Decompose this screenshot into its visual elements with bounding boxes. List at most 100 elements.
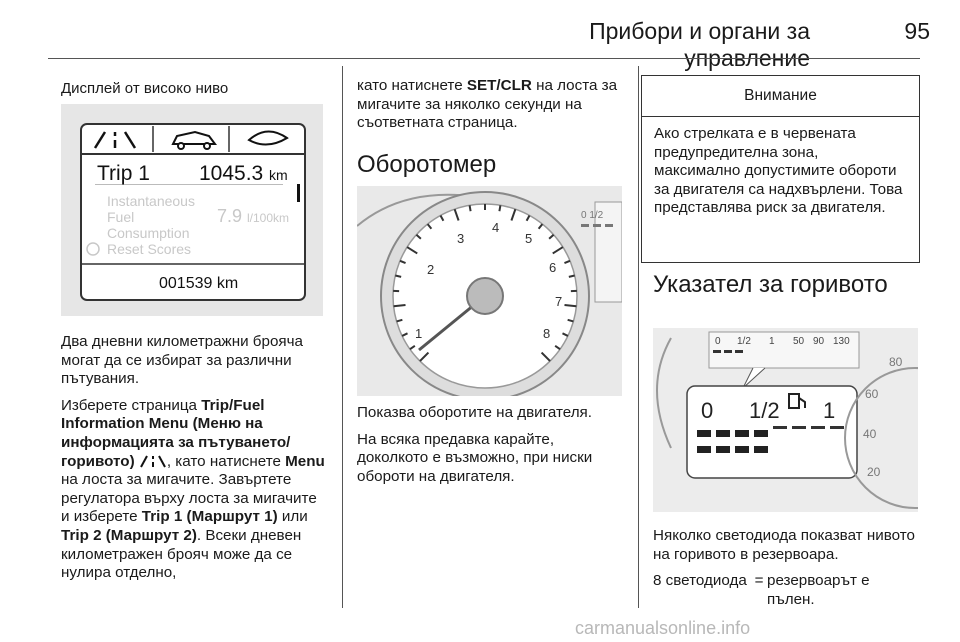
- fuel-gauge-illustration: 0 1/2 1 50 90 130 0 1/2 1 60 40 20 80: [656, 331, 960, 509]
- temp-label: 50: [793, 336, 805, 347]
- rpm-tick-label: 5: [525, 231, 532, 246]
- column-2: като натиснете SET/CLR на лоста за мигач…: [357, 77, 625, 179]
- page-header-title: Прибори и органи за управление: [589, 18, 810, 71]
- rpm-tick-label: 1: [415, 326, 422, 341]
- fuel-big-full: 1: [823, 398, 835, 423]
- legend-term: 8 светодиода: [653, 572, 747, 590]
- temp-label: 90: [813, 336, 825, 347]
- fuel-led: [697, 430, 711, 437]
- eco-leaf-icon: [247, 130, 289, 146]
- column-1-body: Два дневни километражни брояча могат да …: [61, 333, 329, 591]
- rpm-tick: [568, 274, 575, 278]
- reset-check-icon: [86, 242, 100, 256]
- fuel-led: [830, 426, 844, 429]
- legend-row: 8 светодиода = резервоарът е пълен.: [653, 572, 921, 609]
- fuel-led: [754, 446, 768, 453]
- speed-tick-label: 80: [889, 355, 903, 369]
- rpm-tick: [426, 223, 433, 230]
- paragraph: като натиснете SET/CLR на лоста за мигач…: [357, 77, 618, 132]
- fuel-led: [754, 430, 768, 437]
- rpm-tick: [396, 318, 403, 323]
- fuel-led: [735, 446, 749, 453]
- tachometer-illustration: 1 2 3 4 5 6 7 8 0 1/2: [356, 191, 623, 401]
- rpm-tick: [552, 246, 564, 255]
- rpm-tick: [468, 205, 472, 212]
- column-divider: [638, 66, 639, 608]
- fuel-unit: l/100km: [247, 211, 289, 225]
- speed-tick-label: 40: [863, 427, 877, 441]
- fuel-pump-icon: [788, 393, 806, 409]
- page-number: 95: [904, 18, 930, 44]
- rpm-tick: [525, 214, 531, 222]
- speed-tick-label: 60: [865, 387, 879, 401]
- fuel-led: [735, 430, 749, 437]
- rpm-tick: [401, 332, 408, 337]
- rpm-tick-label: 3: [457, 231, 464, 246]
- menu-item: Fuel: [107, 209, 134, 225]
- fuel-led: [773, 426, 787, 429]
- watermark: carmanualsonline.info: [575, 618, 751, 638]
- fuel-led: [792, 426, 806, 429]
- legend-definition: резервоарът е пълен.: [767, 572, 870, 608]
- rpm-tick: [548, 233, 555, 240]
- rpm-tick: [564, 259, 571, 265]
- menu-item: Reset Scores: [107, 241, 191, 257]
- fuel-scale-label: 0 1/2: [581, 210, 604, 221]
- rpm-tick: [540, 351, 551, 362]
- fuel-big-half: 1/2: [749, 398, 780, 423]
- column-2-body: Показва оборотите на двигателя. На всяка…: [357, 404, 625, 494]
- rpm-tick: [395, 274, 402, 278]
- car-icon: [171, 130, 217, 150]
- rpm-tick: [419, 351, 430, 362]
- warning-text: Ако стрелката е в червената предупредите…: [654, 125, 903, 217]
- rpm-tick: [399, 259, 406, 265]
- column-3: Указател за горивото: [653, 271, 921, 299]
- rpm-tick: [567, 318, 574, 323]
- needle-hub: [466, 277, 504, 315]
- rpm-tick: [562, 332, 569, 337]
- warning-box: Внимание Ако стрелката е в червената пре…: [641, 75, 920, 263]
- section-heading: Дисплей от високо ниво: [61, 80, 229, 97]
- paragraph: Два дневни километражни брояча могат да …: [61, 333, 303, 388]
- header-rule: [48, 58, 920, 59]
- rpm-tick: [439, 214, 445, 222]
- paragraph: Изберете страница Trip/Fuel Information …: [61, 396, 325, 582]
- trip-road-icon: [139, 455, 166, 468]
- section-heading: Указател за горивото: [653, 271, 888, 298]
- trip-label: Trip 1: [97, 162, 150, 185]
- column-3-body: Няколко светодиода показват нивото на го…: [653, 527, 921, 609]
- fuel-led: [716, 446, 730, 453]
- info-display-illustration: Trip 1 1045.3 km Instantaneous Fuel 7.9 …: [80, 123, 306, 301]
- figure-caption: Показва оборотите на двигателя.: [357, 404, 593, 421]
- rpm-tick: [537, 223, 544, 230]
- rpm-tick: [453, 208, 460, 221]
- fuel-label-full: 1: [769, 336, 775, 347]
- odometer-readout: 001539 km: [159, 275, 238, 292]
- rpm-tick-label: 2: [427, 262, 434, 277]
- rpm-tick: [415, 233, 422, 240]
- tachometer-figure: 1 2 3 4 5 6 7 8 0 1/2: [356, 186, 623, 401]
- column-divider: [342, 66, 343, 608]
- rpm-tick-label: 7: [555, 294, 562, 309]
- rpm-tick: [406, 246, 418, 255]
- rpm-tick: [564, 303, 577, 308]
- rpm-tick: [510, 208, 517, 221]
- rpm-tick-label: 6: [549, 260, 556, 275]
- rpm-tick: [554, 344, 561, 351]
- menu-item: Consumption: [107, 225, 190, 241]
- rpm-tick: [498, 205, 502, 212]
- rpm-tick-label: 8: [543, 326, 550, 341]
- fuel-value: 7.9: [217, 206, 242, 226]
- rpm-tick-label: 4: [492, 220, 499, 235]
- column-1: Дисплей от високо ниво: [61, 80, 329, 99]
- fuel-led: [716, 430, 730, 437]
- fuel-big-empty: 0: [701, 398, 713, 423]
- trip-road-icon: [93, 131, 137, 149]
- trip-unit: km: [269, 167, 288, 183]
- fuel-led: [697, 446, 711, 453]
- trip-value: 1045.3: [199, 162, 263, 185]
- rpm-tick: [393, 303, 406, 308]
- speed-tick-label: 20: [867, 465, 881, 479]
- display-figure: Trip 1 1045.3 km Instantaneous Fuel 7.9 …: [61, 104, 323, 316]
- fuel-led: [811, 426, 825, 429]
